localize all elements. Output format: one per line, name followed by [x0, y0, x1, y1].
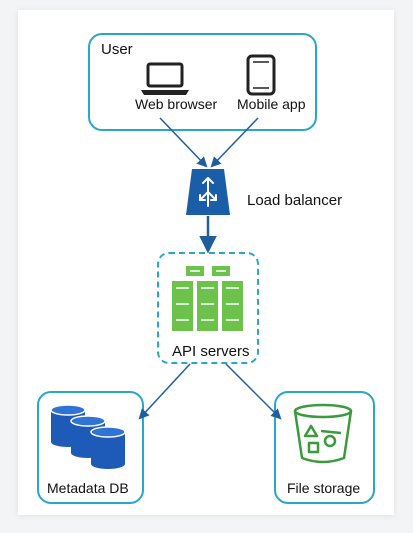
api-servers-label: API servers — [172, 343, 250, 360]
user-group-title: User — [101, 41, 133, 58]
metadata-db-label: Metadata DB — [47, 480, 129, 496]
user-group-box — [88, 33, 317, 131]
mobile-app-label: Mobile app — [237, 96, 306, 112]
file-storage-label: File storage — [287, 480, 361, 496]
web-browser-label: Web browser — [135, 96, 218, 112]
load-balancer-label: Load balancer — [247, 192, 343, 209]
